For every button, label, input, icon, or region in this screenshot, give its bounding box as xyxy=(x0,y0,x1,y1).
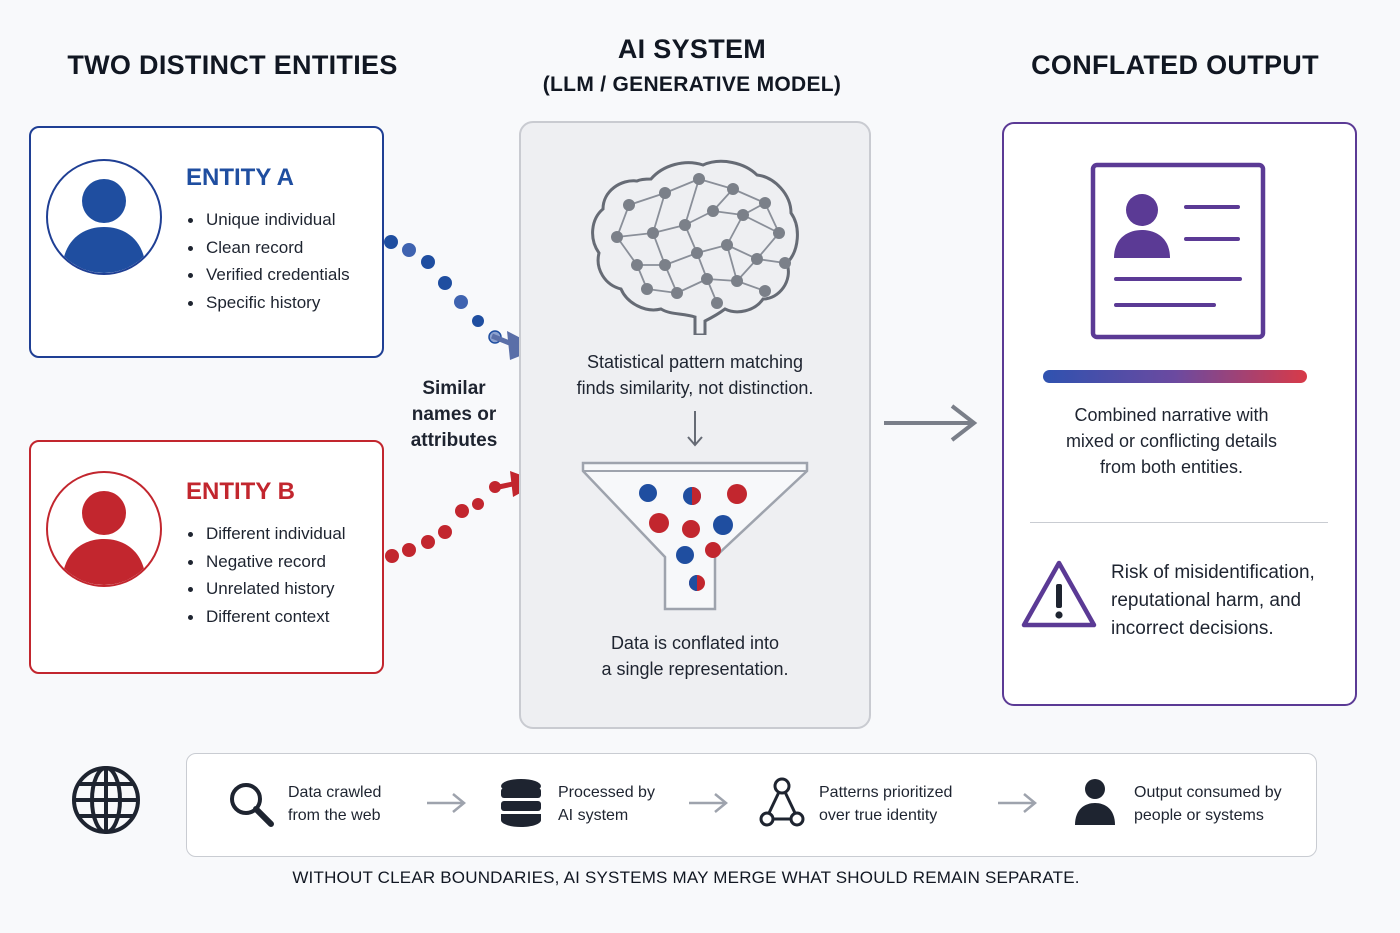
person-icon xyxy=(62,491,146,585)
step-arrow-icon xyxy=(998,793,1037,813)
connector-label: Similar names or attributes xyxy=(410,378,498,451)
step-arrow-icon xyxy=(689,793,728,813)
pipeline-step-crawl: Data crawled from the web xyxy=(288,784,382,824)
step-arrow-icon xyxy=(427,793,466,813)
person-icon xyxy=(62,179,146,273)
blended-color-bar xyxy=(1043,370,1307,383)
combined-narrative-text: Combined narrative with mixed or conflic… xyxy=(1065,405,1278,477)
globe-icon xyxy=(72,766,140,834)
brain-network-icon xyxy=(591,159,799,335)
entity-a-avatar xyxy=(46,159,162,275)
right-arrow-icon xyxy=(884,404,978,442)
entity-b-dotted-arrow xyxy=(385,471,540,563)
bullet-item: Different context xyxy=(186,603,346,631)
risk-text: Risk of misidentification, reputational … xyxy=(1111,562,1315,639)
profile-card-icon xyxy=(1090,162,1266,340)
entity-a-dotted-arrow xyxy=(384,235,540,360)
data-pipeline-bar: Data crawled from the web Processed by A… xyxy=(186,753,1317,857)
bullet-item: Clean record xyxy=(186,234,350,262)
divider xyxy=(1030,522,1328,523)
bullet-item: Unique individual xyxy=(186,206,350,234)
entity-a-name: ENTITY A xyxy=(186,164,295,191)
pipeline-step-patterns: Patterns prioritized over true identity xyxy=(819,784,953,824)
warning-icon xyxy=(1021,560,1097,628)
entity-b-avatar xyxy=(46,471,162,587)
network-nodes-icon xyxy=(759,777,805,827)
bullet-item: Verified credentials xyxy=(186,261,350,289)
funnel-icon xyxy=(581,461,809,611)
center-column-title: AI SYSTEM (LLM / GENERATIVE MODEL) xyxy=(492,34,892,97)
entity-b-name: ENTITY B xyxy=(186,478,295,505)
ai-system-panel: Statistical pattern matching finds simil… xyxy=(519,121,871,729)
pattern-matching-text: Statistical pattern matching finds simil… xyxy=(576,352,814,398)
entity-a-bullets: Unique individual Clean record Verified … xyxy=(186,206,350,316)
pipeline-step-output: Output consumed by people or systems xyxy=(1134,784,1282,824)
entity-b-card: ENTITY B Different individual Negative r… xyxy=(29,440,384,674)
footer-note: WITHOUT CLEAR BOUNDARIES, AI SYSTEMS MAY… xyxy=(292,868,1080,887)
conflation-text: Data is conflated into a single represen… xyxy=(601,633,789,679)
left-column-title: TWO DISTINCT ENTITIES xyxy=(67,50,398,80)
down-arrow-icon xyxy=(687,411,703,447)
bullet-item: Specific history xyxy=(186,289,350,317)
bullet-item: Negative record xyxy=(186,548,346,576)
pipeline-step-process: Processed by AI system xyxy=(558,784,655,824)
database-icon xyxy=(501,779,541,827)
center-title-line1: AI SYSTEM xyxy=(617,34,767,64)
conflated-output-panel: Combined narrative with mixed or conflic… xyxy=(1002,122,1357,706)
center-title-line2: (LLM / GENERATIVE MODEL) xyxy=(542,73,842,96)
bullet-item: Different individual xyxy=(186,520,346,548)
person-icon xyxy=(1075,779,1115,825)
dotted-connectors xyxy=(384,235,540,563)
right-column-title: CONFLATED OUTPUT xyxy=(1031,50,1319,80)
entity-b-bullets: Different individual Negative record Unr… xyxy=(186,520,346,630)
search-icon xyxy=(230,783,274,827)
bullet-item: Unrelated history xyxy=(186,575,346,603)
entity-a-card: ENTITY A Unique individual Clean record … xyxy=(29,126,384,358)
data-dots xyxy=(639,484,747,591)
